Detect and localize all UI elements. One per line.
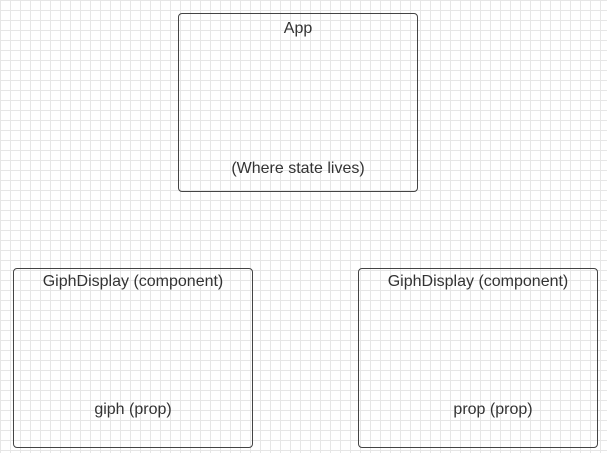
giph-display-left-prop: giph (prop) bbox=[94, 401, 172, 418]
app-state-note: (Where state lives) bbox=[231, 160, 365, 177]
giph-display-left-title: GiphDisplay (component) bbox=[42, 273, 224, 290]
giph-display-box-left: GiphDisplay (component) giph (prop) bbox=[13, 268, 253, 448]
giph-display-right-title: GiphDisplay (component) bbox=[387, 273, 569, 290]
app-box: App (Where state lives) bbox=[178, 13, 418, 192]
giph-display-right-prop: prop (prop) bbox=[453, 401, 533, 418]
giph-display-box-right: GiphDisplay (component) prop (prop) bbox=[358, 268, 598, 448]
app-title: App bbox=[283, 20, 313, 37]
